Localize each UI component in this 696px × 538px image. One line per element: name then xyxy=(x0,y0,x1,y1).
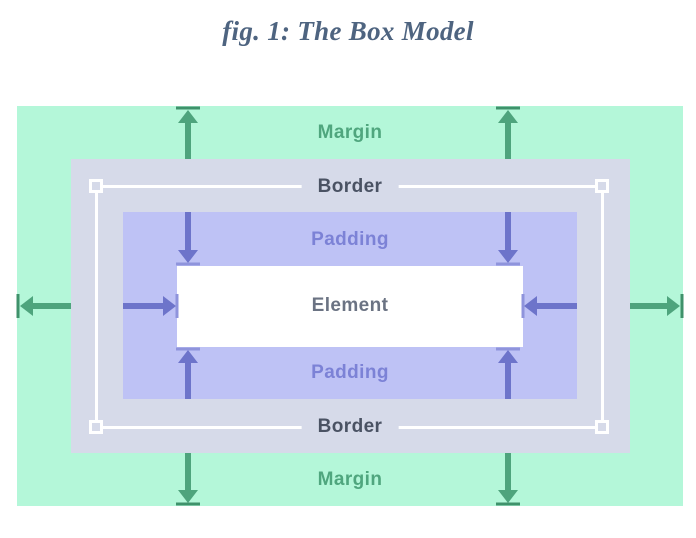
element-box xyxy=(177,266,523,347)
figure-title: fig. 1: The Box Model xyxy=(222,16,474,46)
margin-label-bottom: Margin xyxy=(317,469,383,490)
corner-handle-top-right-icon xyxy=(595,179,609,193)
margin-label-top: Margin xyxy=(317,122,383,143)
padding-label-bottom: Padding xyxy=(311,362,389,383)
corner-handle-top-left-icon xyxy=(89,179,103,193)
element-label: Element xyxy=(311,295,389,316)
corner-handle-bottom-right-icon xyxy=(595,420,609,434)
border-label-top: Border xyxy=(301,174,399,200)
padding-label-top: Padding xyxy=(311,229,389,250)
border-label-bottom: Border xyxy=(301,414,399,440)
corner-handle-bottom-left-icon xyxy=(89,420,103,434)
